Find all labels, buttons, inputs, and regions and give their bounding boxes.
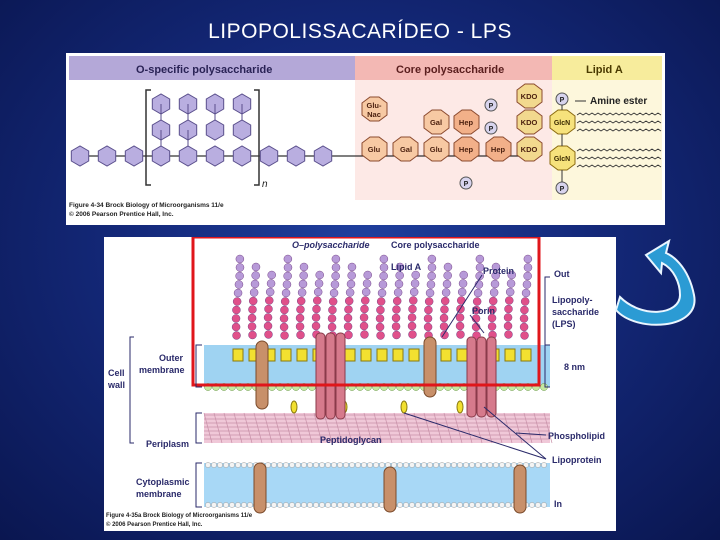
out-label: Out	[554, 269, 570, 279]
peptidoglycan-label: Peptidoglycan	[320, 435, 382, 445]
outer-membrane-label-2: membrane	[139, 365, 185, 375]
o-sugar-hex	[124, 145, 144, 167]
hep-hex-2	[453, 136, 480, 162]
membrane-proteins	[253, 336, 527, 514]
o-sugar-hex	[97, 145, 117, 167]
cytoplasmic-membrane-label-1: Cytoplasmic	[136, 477, 190, 487]
lps-highlight-box	[191, 237, 541, 387]
repeat-n: n	[262, 179, 268, 190]
kdo-hex-3	[516, 136, 543, 162]
lps-label-2: saccharide	[552, 307, 599, 317]
glu-label-2: Glu	[430, 145, 443, 154]
porin-label: Porin	[472, 306, 495, 316]
core-header: Core polysaccharide	[396, 64, 504, 76]
kdo-label-1: KDO	[521, 92, 538, 101]
o-sugar-hex	[178, 145, 198, 167]
o-specific-header: O-specific polysaccharide	[136, 64, 272, 76]
hep-hex-3	[485, 136, 512, 162]
phosphate-circles	[459, 92, 569, 195]
core-polysaccharide-label: Core polysaccharide	[391, 240, 480, 250]
glcn-hex-1	[549, 109, 576, 135]
glunac-label-1: Glu-	[367, 101, 382, 110]
glcn-label-2: GlcN	[554, 156, 570, 163]
cell-wall-figure: O–polysaccharide Core polysaccharide Lip…	[104, 237, 616, 531]
glu-label-1: Glu	[368, 145, 381, 154]
kdo-hex-2	[516, 109, 543, 135]
repeat-bracket-right	[254, 89, 260, 186]
kdo-label-2: KDO	[521, 118, 538, 127]
lps-label-1: Lipopoly-	[552, 295, 593, 305]
o-specific-header-band	[69, 56, 355, 80]
lipid-a-label: Lipid A	[391, 262, 422, 272]
lps-structure-figure: O-specific polysaccharide Core polysacch…	[66, 53, 665, 225]
peptidoglycan-band	[204, 413, 550, 443]
o-sugar-hex	[205, 119, 225, 141]
o-sugar-hex	[232, 145, 252, 167]
porin-proteins	[315, 332, 497, 420]
lipid-a-header: Lipid A	[586, 64, 623, 76]
figure2-caption-1: Figure 4-35a Brock Biology of Microorgan…	[106, 513, 253, 519]
figure1-caption-1: Figure 4-34 Brock Biology of Microorgani…	[69, 202, 224, 209]
cell-wall-label-2: wall	[107, 380, 125, 390]
p-label-1: P	[489, 103, 494, 110]
amine-ester-label: Amine ester	[590, 96, 647, 107]
glu-hex-1	[361, 136, 388, 162]
o-polysaccharide-label: O–polysaccharide	[292, 240, 370, 250]
in-label: In	[554, 499, 562, 509]
o-sugar-hex	[151, 145, 171, 167]
core-header-band	[355, 56, 552, 80]
repeat-bracket-left	[145, 89, 151, 186]
slide-title: LIPOPOLISSACARÍDEO - LPS	[208, 20, 512, 43]
o-sugar-hex	[205, 145, 225, 167]
o-sugar-hex	[70, 145, 90, 167]
figure1-caption-2: © 2006 Pearson Prentice Hall, Inc.	[69, 210, 174, 218]
o-polysaccharide-units	[70, 93, 333, 167]
hep-label-2: Hep	[459, 145, 474, 154]
hep-label-1: Hep	[459, 118, 474, 127]
hep-hex-1	[453, 109, 480, 135]
hep-label-3: Hep	[491, 145, 506, 154]
outer-membrane-label-1: Outer	[159, 353, 184, 363]
gal-hex-2	[423, 109, 450, 135]
p-label-4: P	[560, 97, 565, 104]
glu-hex-2	[423, 136, 450, 162]
lps-label-3: (LPS)	[552, 319, 576, 329]
protein-label: Protein	[483, 266, 514, 276]
o-sugar-hex	[259, 145, 279, 167]
lipoprotein-label: Lipoprotein	[552, 455, 602, 465]
thickness-label: 8 nm	[564, 362, 585, 372]
cytoplasmic-membrane-label-2: membrane	[136, 489, 182, 499]
p-label-2: P	[489, 126, 494, 133]
kdo-label-3: KDO	[521, 145, 538, 154]
phospholipid-label: Phospholipid	[548, 431, 605, 441]
lipid-a-header-band	[552, 56, 662, 80]
o-sugar-hex	[232, 119, 252, 141]
glunac-label-2: Nac	[367, 110, 381, 119]
kdo-hex-1	[516, 83, 543, 109]
p-label-5: P	[560, 186, 565, 193]
gal-label-1: Gal	[400, 145, 412, 154]
gal-label-2: Gal	[430, 118, 442, 127]
lipid-a-section-bg	[552, 80, 662, 200]
periplasm-label: Periplasm	[146, 439, 189, 449]
glunac-hex	[361, 96, 388, 122]
curved-arrow-icon	[614, 238, 696, 326]
fatty-acid-chains	[576, 112, 662, 168]
figure2-caption-2: © 2006 Pearson Prentice Hall, Inc.	[106, 521, 203, 528]
gal-hex-1	[392, 136, 419, 162]
core-sugar-units	[361, 83, 543, 162]
glcn-hex-2	[549, 145, 576, 171]
p-label-3: P	[464, 181, 469, 188]
o-sugar-hex	[286, 145, 306, 167]
cell-wall-label-1: Cell	[108, 368, 125, 378]
o-sugar-hex	[313, 145, 333, 167]
glcn-label-1: GlcN	[554, 120, 570, 127]
